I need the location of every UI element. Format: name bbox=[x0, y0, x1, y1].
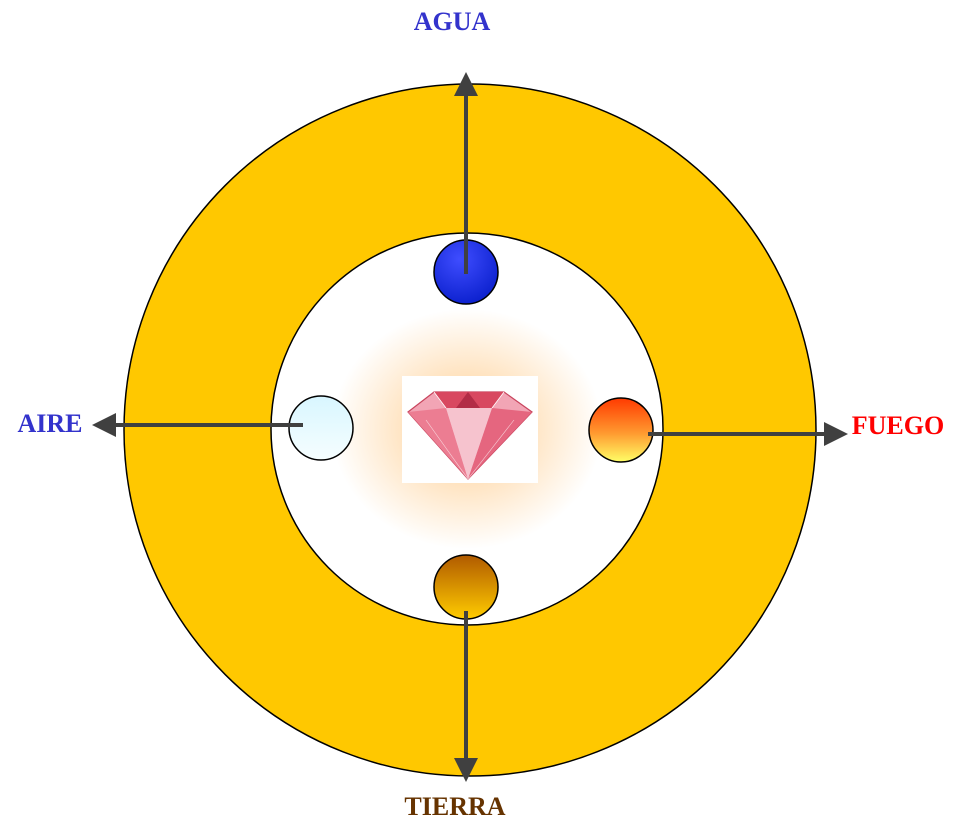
aire-node bbox=[289, 396, 353, 460]
pink-diamond-icon bbox=[402, 376, 538, 483]
label-aire: AIRE bbox=[17, 409, 82, 438]
tierra-node bbox=[434, 555, 498, 619]
label-agua: AGUA bbox=[414, 7, 491, 36]
label-fuego: FUEGO bbox=[852, 411, 944, 440]
fuego-node bbox=[589, 398, 653, 462]
label-tierra: TIERRA bbox=[404, 792, 505, 821]
